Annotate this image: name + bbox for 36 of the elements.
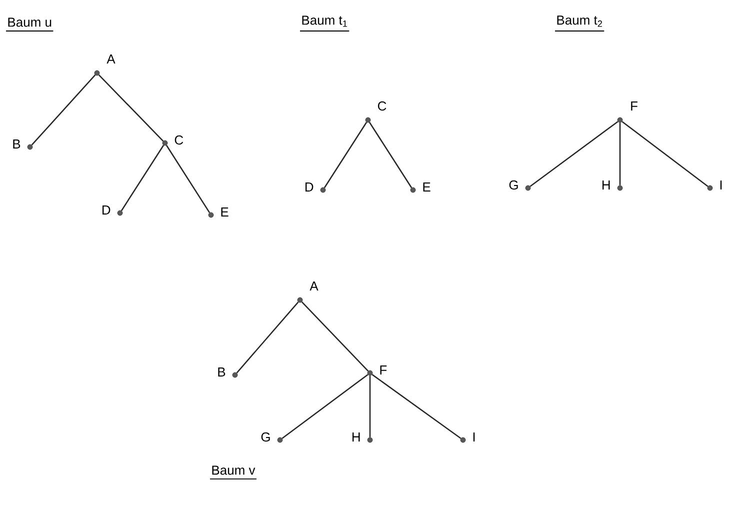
node-letter: H <box>602 180 610 190</box>
node-letter: I <box>720 180 722 190</box>
node-letter: D <box>305 182 314 192</box>
tree-title: Baum v <box>210 466 257 480</box>
node-letter: B <box>218 368 226 376</box>
node-letter: C <box>174 135 184 145</box>
tree-title: Baum t$_{2}$ <box>554 16 605 32</box>
node-letter: F <box>380 366 387 374</box>
tree-title: Baum u <box>6 18 54 32</box>
node-letter: A <box>106 54 116 64</box>
node-letter: I <box>473 432 475 442</box>
node-letter: A <box>310 282 318 290</box>
tree-edge <box>120 144 164 212</box>
node-letter: E <box>221 208 228 216</box>
tree-edge <box>619 122 621 186</box>
tree-edge <box>372 374 462 439</box>
node-letter: D <box>102 206 110 214</box>
tree-edge <box>324 122 368 188</box>
tree-edge <box>530 121 618 187</box>
tree-edge <box>301 301 369 372</box>
tree-edge <box>166 144 210 214</box>
tree-title: Baum t$_{1}$ <box>300 16 350 32</box>
tree-edge <box>236 302 299 374</box>
tree-edge <box>98 74 164 142</box>
tree-edge <box>369 376 371 438</box>
node-letter: B <box>13 140 20 148</box>
node-letter: E <box>423 182 430 192</box>
node-letter: G <box>509 180 518 190</box>
tree-edge <box>282 374 368 439</box>
node-letter: G <box>261 432 270 442</box>
node-letter: C <box>378 101 386 111</box>
node-letter: F <box>631 102 638 110</box>
tree-edge <box>31 74 96 146</box>
node-letter: H <box>352 432 360 442</box>
tree-edge <box>368 122 412 188</box>
tree-edge <box>622 121 708 187</box>
